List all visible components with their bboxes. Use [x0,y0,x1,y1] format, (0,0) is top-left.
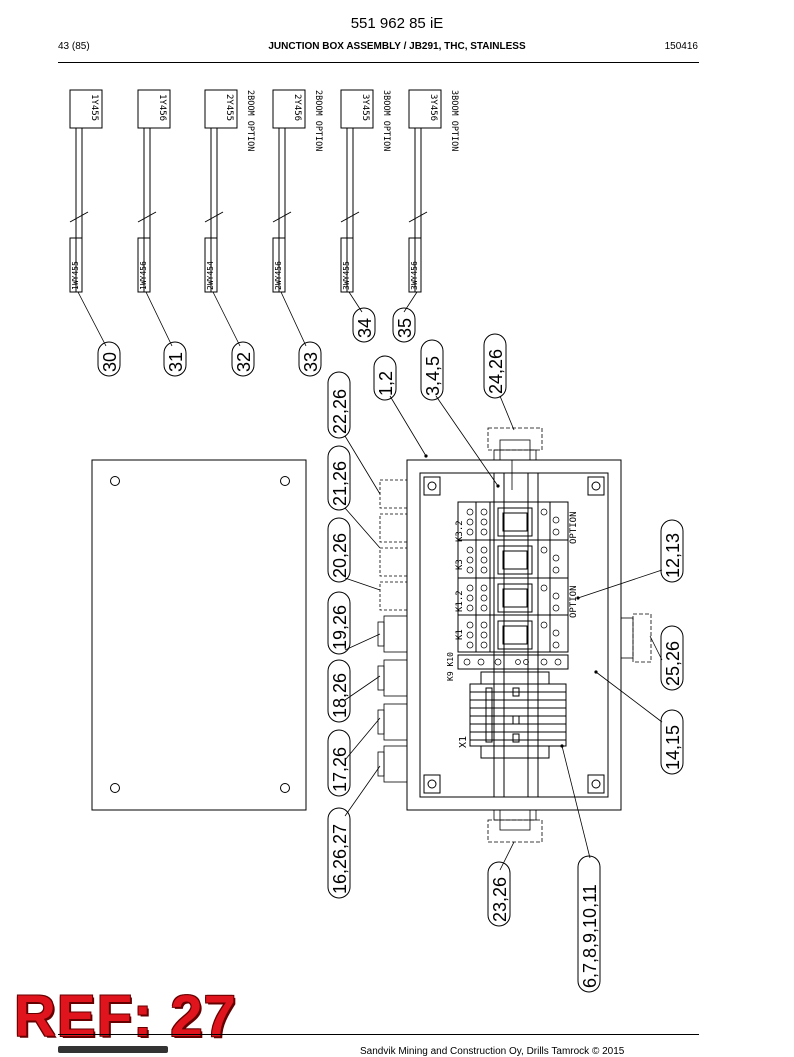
option-label-mid: OPTION [569,585,579,618]
document-date: 150416 [664,41,698,52]
cable-glands [377,427,652,843]
cable-wire-label: 3WY455 [342,261,351,290]
reference-stamp: REF: 27 [14,984,237,1049]
cable-option-note: 3BOOM OPTION [381,90,391,151]
terminal-label-x1: X1 [458,736,469,748]
cable-6: 3Y456 3BOOM OPTION 3WY456 [408,89,459,293]
callout-20-26: 20,26 [330,533,350,578]
cable-option-note: 3BOOM OPTION [449,90,459,151]
cable-3: 2Y455 2BOOM OPTION 2WY454 [204,89,255,293]
cable-end-label: 3Y456 [428,94,438,121]
cable-wire-label: 1WY456 [139,261,148,290]
callout-leader-lines [344,395,663,871]
junction-box-enclosure: K3.2 K3 K1.2 K1 K9 K10 X1 OPTION OPTION [406,459,622,811]
cover-plate [91,459,307,811]
callout-31: 31 [166,352,186,372]
callout-19-26: 19,26 [330,605,350,650]
callout-24-26: 24,26 [486,349,506,394]
k9-k10-relay-strip [457,654,569,670]
page-counter: 43 (85) [58,41,90,52]
callout-34: 34 [355,318,375,338]
cable-option-note: 2BOOM OPTION [313,90,323,151]
callout-3-4-5: 3,4,5 [423,356,443,396]
cable-end-label: 2Y455 [224,94,234,121]
cable-wire-label: 2WY456 [274,261,283,290]
relay-label-k3: K3 [455,559,465,570]
callout-33: 33 [301,352,321,372]
relay-label-k1: K1 [455,629,465,640]
callout-25-26: 25,26 [663,641,683,686]
callout-23-26: 23,26 [490,877,510,922]
callout-1-2: 1,2 [376,371,396,396]
cable-4: 2Y456 2BOOM OPTION 2WY456 [272,89,323,293]
callout-12-13: 12,13 [663,533,683,578]
relay-label-k3-2: K3.2 [455,520,465,542]
callout-32: 32 [234,352,254,372]
logo-bar [58,1046,168,1053]
cable-end-label: 1Y456 [157,94,167,121]
callout-bubbles [97,307,684,993]
callout-14-15: 14,15 [663,725,683,770]
cable-end-tag [69,89,103,129]
callout-35: 35 [395,318,415,338]
option-label-top: OPTION [569,511,579,544]
cable-wire-label: 2WY454 [206,261,215,290]
relay-block [457,501,569,653]
callout-30: 30 [100,352,120,372]
callout-6-to-11: 6,7,8,9,10,11 [580,884,600,988]
cable-5: 3Y455 3BOOM OPTION 3WY455 [340,89,391,293]
footer-divider [58,1034,699,1035]
cable-end-label: 2Y456 [292,94,302,121]
document-number: 551 962 85 iE [350,15,444,32]
cable-wire-label: 3WY456 [410,261,419,290]
footer-copyright: Sandvik Mining and Construction Oy, Dril… [360,1046,625,1057]
callout-22-26: 22,26 [330,389,350,434]
relay-label-k9-k10: K9 K10 [446,652,455,681]
cable-1: 1Y455 1WY455 [69,89,103,293]
cable-option-note: 2BOOM OPTION [245,90,255,151]
cable-leader-lines [77,291,418,347]
cable-2: 1Y456 1WY456 [137,89,171,293]
relay-label-k1-2: K1.2 [455,590,465,612]
callout-16-26-27: 16,26,27 [330,824,350,894]
callout-21-26: 21,26 [330,461,350,506]
cable-end-label: 1Y455 [89,94,99,121]
terminal-strip-x1 [469,671,567,759]
cable-wire-label: 1WY455 [71,261,80,290]
cable-end-label: 3Y455 [360,94,370,121]
page-title: JUNCTION BOX ASSEMBLY / JB291, THC, STAI… [268,41,526,52]
header-divider [58,62,699,63]
callout-17-26: 17,26 [330,747,350,792]
callout-18-26: 18,26 [330,673,350,718]
